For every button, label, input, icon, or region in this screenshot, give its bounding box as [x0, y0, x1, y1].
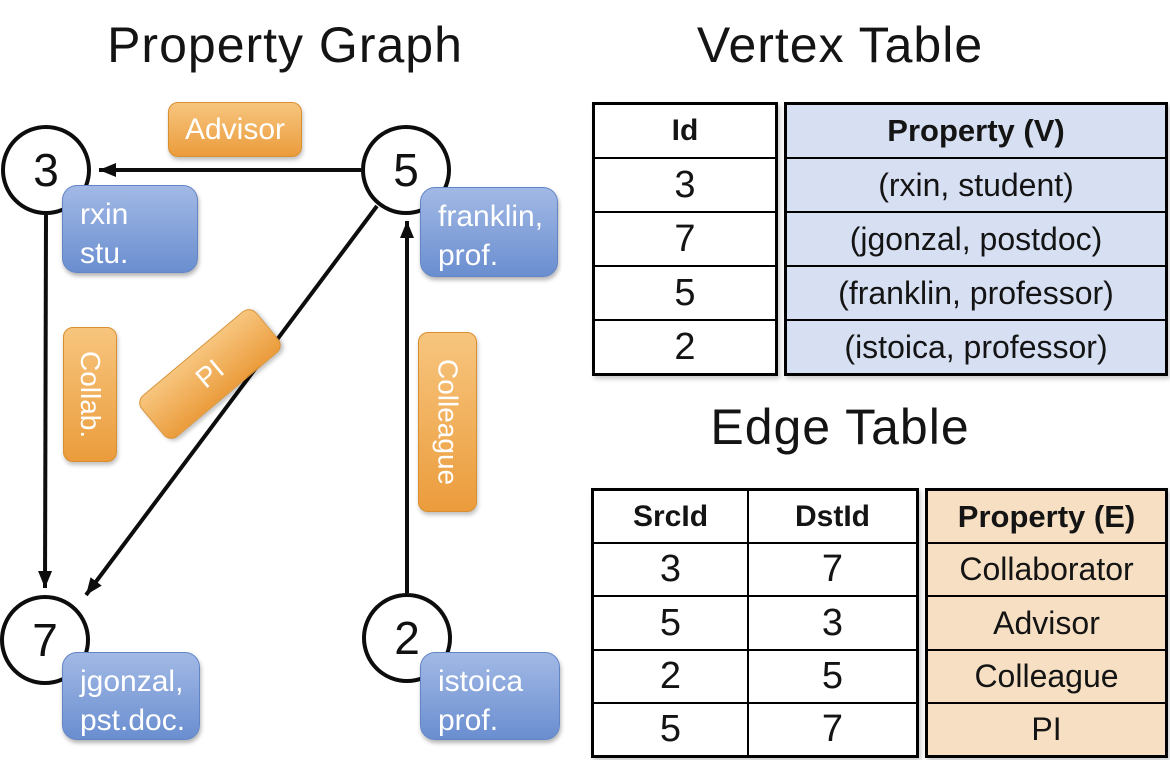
edge-table-id-columns: SrcId DstId 3 7 5 3 2 5 5 7 [591, 488, 919, 758]
edge-label-colleague: Colleague [418, 332, 477, 512]
vertex-table-property-cell: (rxin, student) [787, 159, 1165, 211]
edge-table-title: Edge Table [710, 399, 970, 455]
node-5: 5 [361, 125, 451, 215]
edge-label-collab: Collab. [63, 327, 117, 462]
vertex-table-property-cell: (jgonzal, postdoc) [787, 213, 1165, 265]
edge-table-property-cell: Advisor [928, 597, 1165, 649]
graph-edges [38, 163, 414, 597]
vertex-label-franklin-line1: franklin, [438, 200, 544, 233]
edge-table-dst-cell: 3 [821, 601, 844, 644]
vertex-label-rxin: rxin stu. [62, 185, 198, 273]
edge-table-src-cell: 2 [594, 650, 749, 702]
property-graph-title: Property Graph [107, 17, 463, 73]
node-2: 2 [362, 593, 452, 683]
vertex-label-jgonzal-line2: pst.doc. [80, 704, 186, 737]
vertex-label-istoica-line1: istoica [438, 665, 524, 698]
vertex-table-id-column: Id 3 7 5 2 [592, 102, 778, 376]
edge-table-src-cell: 3 [594, 544, 749, 596]
edge-table-property-column: Property (E) Collaborator Advisor Collea… [925, 488, 1168, 758]
vertex-table-id-cell: 5 [674, 271, 696, 314]
vertex-table-id-header: Id [671, 114, 699, 147]
vertex-table-id-cell: 3 [674, 163, 696, 206]
vertex-label-franklin-line2: prof. [438, 239, 499, 272]
vertex-label-jgonzal: jgonzal, pst.doc. [62, 652, 200, 740]
node-2-id: 2 [394, 612, 420, 664]
edge-table-property-cell: PI [928, 703, 1165, 756]
node-7-id: 7 [32, 614, 58, 666]
vertex-table-property-header: Property (V) [787, 105, 1165, 157]
edge-table-dst-cell: 7 [821, 548, 844, 591]
edge-table-dst-cell: 5 [821, 654, 844, 697]
node-5-id: 5 [393, 144, 419, 196]
vertex-label-istoica: istoica prof. [420, 652, 560, 740]
edge-table-property-cell: Collaborator [928, 544, 1165, 596]
vertex-label-istoica-line2: prof. [438, 704, 499, 737]
edge-label-advisor: Advisor [168, 102, 302, 157]
vertex-table-property-cell: (franklin, professor) [787, 267, 1165, 319]
edge-table-src-header: SrcId [594, 491, 749, 543]
edge-table-property-header: Property (E) [928, 491, 1165, 543]
edge-table-dst-header: DstId [795, 499, 870, 533]
vertex-table-property-column: Property (V) (rxin, student) (jgonzal, p… [784, 102, 1168, 376]
edge-3-to-7-arrow [38, 214, 53, 589]
edge-5-to-7-arrow [84, 204, 379, 597]
vertex-label-rxin-line1: rxin [80, 198, 129, 231]
vertex-label-rxin-line2: stu. [80, 237, 129, 270]
vertex-table-id-cell: 2 [674, 325, 696, 368]
edge-table-src-cell: 5 [594, 703, 749, 756]
vertex-label-franklin: franklin, prof. [420, 187, 558, 277]
vertex-label-jgonzal-line1: jgonzal, [80, 665, 184, 698]
edge-table-dst-cell: 7 [821, 707, 844, 750]
vertex-table-id-cell: 7 [674, 217, 696, 260]
edge-table-src-cell: 5 [594, 597, 749, 649]
node-3-id: 3 [33, 144, 59, 196]
vertex-table-title: Vertex Table [696, 17, 984, 73]
edge-table-property-cell: Colleague [928, 650, 1165, 702]
vertex-table-property-cell: (istoica, professor) [787, 321, 1165, 373]
